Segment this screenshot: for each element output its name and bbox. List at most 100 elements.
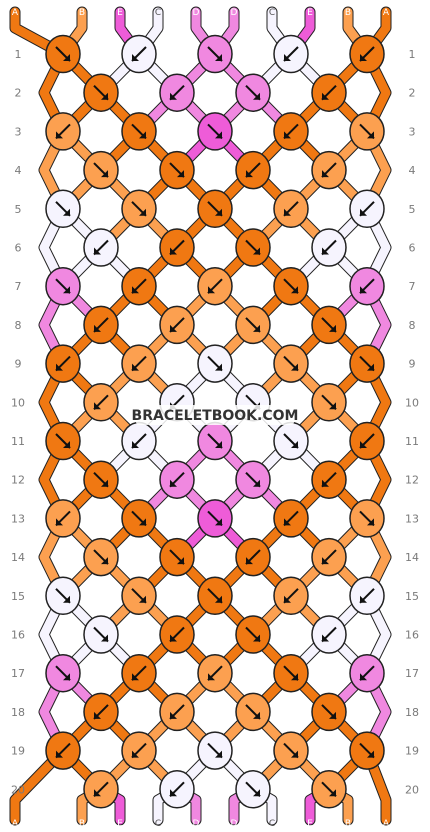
- knot: [349, 576, 385, 616]
- knot: [273, 653, 309, 693]
- bottom-strand: [10, 746, 68, 825]
- arrow-head-icon: [291, 750, 298, 758]
- strand-label: C: [155, 8, 161, 18]
- knot: [121, 189, 157, 229]
- row-number-right: 6: [409, 242, 416, 255]
- arrow-head-icon: [360, 208, 367, 216]
- knot: [197, 266, 233, 306]
- row-number-right: 16: [405, 629, 419, 642]
- watermark-text: BRACELETBOOK.COM: [132, 408, 299, 424]
- knot: [273, 112, 309, 151]
- knot: [45, 266, 81, 306]
- knot: [159, 770, 195, 809]
- row-number-left: 4: [15, 164, 22, 177]
- row-number-right: 18: [405, 706, 419, 719]
- arrow-head-icon: [284, 518, 291, 526]
- top-strand: [10, 7, 68, 59]
- row-number-left: 10: [11, 396, 25, 409]
- knot: [121, 344, 157, 383]
- knot: [273, 344, 309, 383]
- strand-label: B: [79, 8, 85, 18]
- arrow-head-icon: [208, 673, 215, 681]
- knot: [273, 266, 309, 306]
- knot: [121, 653, 157, 693]
- strand-label: A: [383, 8, 390, 18]
- knot: [83, 692, 119, 732]
- knot: [83, 770, 119, 809]
- arrow-head-icon: [56, 363, 63, 371]
- arrow-head-icon: [253, 789, 260, 797]
- arrow-head-icon: [329, 402, 336, 410]
- arrow-head-icon: [63, 595, 70, 603]
- knot: [311, 383, 347, 422]
- knot: [235, 228, 271, 267]
- row-number-left: 18: [11, 706, 25, 719]
- knot: [83, 537, 119, 577]
- arrow-head-icon: [101, 479, 108, 487]
- knot: [45, 112, 81, 151]
- row-number-right: 15: [405, 590, 419, 603]
- arrow-head-icon: [322, 479, 329, 487]
- knot: [83, 460, 119, 499]
- arrow-head-icon: [322, 170, 329, 178]
- arrow-head-icon: [215, 208, 222, 216]
- row-number-left: 1: [15, 48, 22, 61]
- row-number-left: 3: [15, 125, 22, 138]
- knot: [159, 228, 195, 267]
- arrow-head-icon: [215, 363, 222, 371]
- arrow-head-icon: [253, 324, 260, 332]
- knot: [311, 150, 347, 190]
- row-number-right: 14: [405, 551, 419, 564]
- row-number-right: 7: [409, 280, 416, 293]
- row-number-left: 20: [11, 783, 25, 796]
- row-number-right: 11: [405, 435, 419, 448]
- row-number-left: 14: [11, 551, 25, 564]
- arrow-head-icon: [63, 673, 70, 681]
- strand-label: D: [193, 8, 200, 18]
- knot: [235, 537, 271, 577]
- knot: [349, 421, 385, 461]
- knot: [349, 344, 385, 383]
- knot: [197, 112, 233, 151]
- arrow-head-icon: [253, 711, 260, 719]
- knot: [121, 266, 157, 306]
- strand-label: B: [345, 819, 351, 829]
- arrow-head-icon: [132, 54, 139, 61]
- arrow-head-icon: [367, 363, 374, 371]
- knot: [273, 576, 309, 616]
- arrow-head-icon: [101, 557, 108, 565]
- strand-label: A: [383, 819, 390, 829]
- knot: [235, 770, 271, 809]
- knot: [83, 228, 119, 267]
- arrow-head-icon: [284, 131, 291, 139]
- arrow-head-icon: [284, 54, 291, 61]
- row-number-right: 5: [409, 203, 416, 216]
- knot-layer: [45, 34, 385, 809]
- arrow-head-icon: [253, 479, 260, 487]
- row-number-left: 19: [11, 745, 25, 758]
- knot: [349, 731, 385, 770]
- arrow-head-icon: [94, 324, 101, 332]
- arrow-head-icon: [291, 286, 298, 294]
- arrow-head-icon: [329, 324, 336, 332]
- knot: [197, 653, 233, 693]
- arrow-head-icon: [360, 54, 367, 61]
- knot: [311, 305, 347, 345]
- knot: [83, 73, 119, 112]
- knot: [311, 615, 347, 654]
- row-number-right: 10: [405, 396, 419, 409]
- arrow-head-icon: [132, 750, 139, 758]
- arrow-head-icon: [322, 557, 329, 565]
- arrow-head-icon: [246, 557, 253, 565]
- row-number-left: 12: [11, 474, 25, 487]
- arrow-head-icon: [132, 673, 139, 681]
- knot: [235, 615, 271, 654]
- knot: [159, 615, 195, 654]
- knot: [273, 731, 309, 770]
- arrow-head-icon: [329, 711, 336, 719]
- knot: [121, 576, 157, 616]
- arrow-head-icon: [253, 247, 260, 255]
- knot: [121, 112, 157, 151]
- row-number-left: 13: [11, 512, 25, 525]
- knot: [159, 73, 195, 112]
